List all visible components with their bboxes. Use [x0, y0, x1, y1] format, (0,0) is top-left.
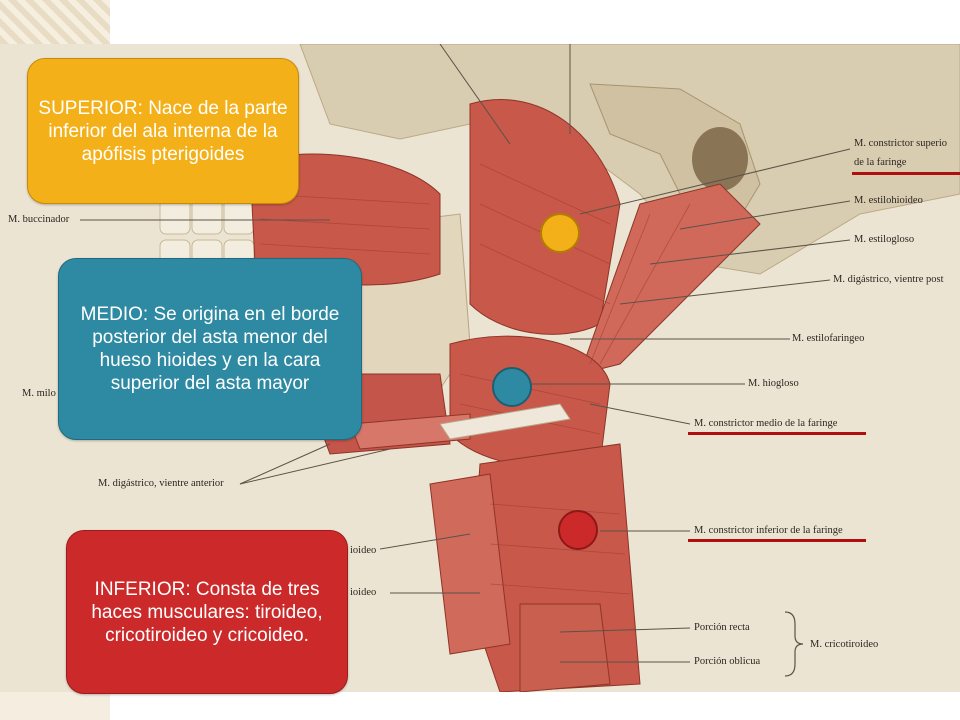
- label-estilogloso: M. estilogloso: [854, 234, 915, 245]
- label-constrictor-medio: M. constrictor medio de la faringe: [694, 418, 838, 429]
- thyrohyoid-muscle: [429, 473, 511, 655]
- label-constrictor-inferior: M. constrictor inferior de la faringe: [694, 525, 843, 536]
- label-digastrico-anterior: M. digástrico, vientre anterior: [98, 478, 224, 489]
- pharynx-muscles-drawing: [80, 44, 960, 692]
- underline-constrictor-inferior: [688, 539, 866, 542]
- callout-superior: SUPERIOR: Nace de la parte inferior del …: [27, 58, 299, 204]
- label-constrictor-superior-line2: de la faringe: [854, 157, 907, 168]
- label-buccinador: M. buccinador: [8, 214, 70, 225]
- label-digastrico-posterior: M. digástrico, vientre post: [833, 274, 944, 285]
- label-porcion-oblicua: Porción oblicua: [694, 656, 761, 667]
- callout-inferior-text: INFERIOR: Consta de tres haces musculare…: [91, 578, 323, 646]
- leader-lines: [80, 44, 851, 663]
- callout-inferior: INFERIOR: Consta de tres haces musculare…: [66, 530, 348, 694]
- label-hiogloso: M. hiogloso: [748, 378, 799, 389]
- label-tiroideo-2: ioideo: [350, 587, 377, 598]
- label-tiroideo-1: ioideo: [350, 545, 377, 556]
- callout-medio: MEDIO: Se origina en el borde posterior …: [58, 258, 362, 440]
- label-milo: M. milo: [22, 388, 56, 399]
- label-cricotiroideo: M. cricotiroideo: [810, 639, 879, 650]
- muscle-fibers: [259, 163, 691, 595]
- middle-constrictor: [449, 335, 611, 469]
- digastric-anterior: [349, 413, 471, 450]
- ear-canal: [692, 127, 748, 191]
- cricothyroid-bracket: [784, 611, 804, 677]
- underline-constrictor-superior: [852, 172, 960, 175]
- label-estilofaringeo: M. estilofaringeo: [792, 333, 865, 344]
- label-constrictor-superior-line1: M. constrictor superio: [854, 138, 948, 149]
- inferior-marker-dot: [558, 510, 598, 550]
- callout-medio-text: MEDIO: Se origina en el borde posterior …: [80, 304, 340, 394]
- superior-marker-dot: [540, 213, 580, 253]
- medio-marker-dot: [492, 367, 532, 407]
- hyoid-bone: [439, 403, 571, 440]
- callout-superior-text: SUPERIOR: Nace de la parte inferior del …: [38, 97, 288, 165]
- label-porcion-recta: Porción recta: [694, 622, 750, 633]
- cricothyroid-muscle: [519, 603, 611, 692]
- styloid-muscles: [579, 183, 761, 375]
- underline-constrictor-medio: [688, 432, 866, 435]
- label-estilohioideo: M. estilohioideo: [854, 195, 923, 206]
